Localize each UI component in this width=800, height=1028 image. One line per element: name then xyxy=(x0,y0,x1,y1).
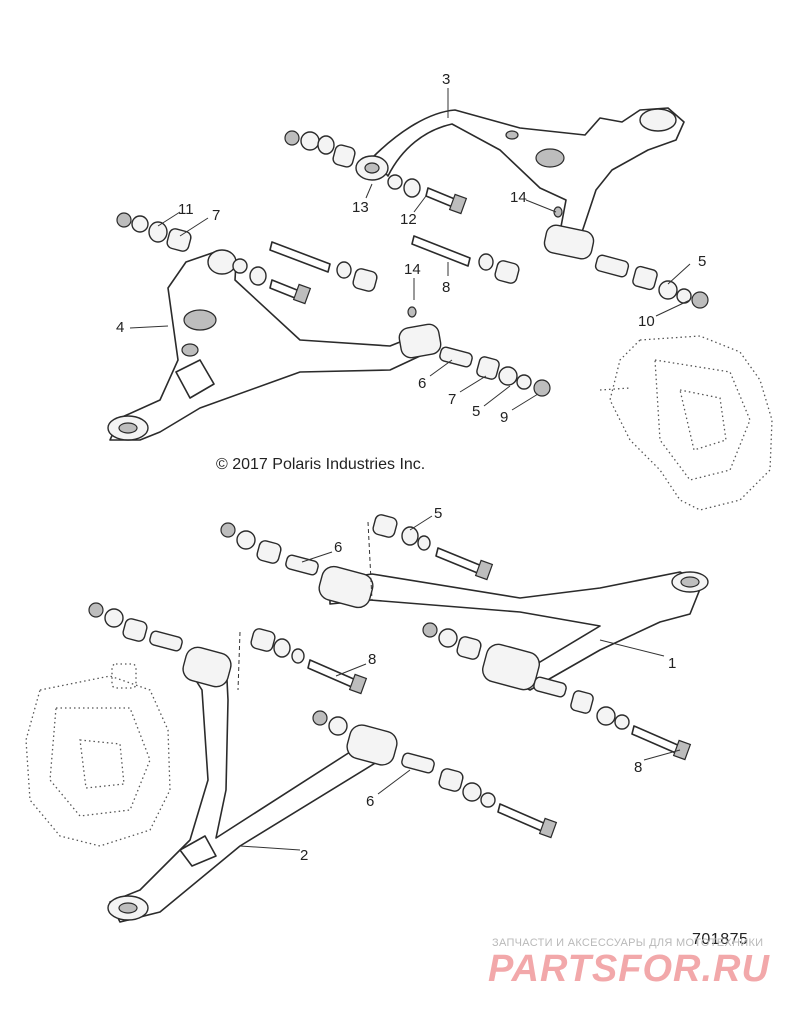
callout-2: 2 xyxy=(300,847,308,864)
a-arm-upper-right xyxy=(355,107,685,260)
watermark-tagline: ЗАПЧАСТИ И АКСЕССУАРЫ ДЛЯ МОТОТЕХНИКИ xyxy=(492,937,764,949)
a-arm-lower-right xyxy=(318,565,709,691)
hardware-lower-right xyxy=(220,514,692,761)
hardware-lower-left xyxy=(88,602,558,839)
callout-5-mid: 5 xyxy=(472,403,480,420)
callout-12: 12 xyxy=(400,211,417,228)
callout-4: 4 xyxy=(116,319,124,336)
copyright-notice: © 2017 Polaris Industries Inc. xyxy=(216,456,426,473)
reference-housing-left xyxy=(25,663,171,847)
hardware-upper-left xyxy=(116,212,551,397)
diagram-number: 701875 xyxy=(692,931,749,948)
callout-6-bottom: 6 xyxy=(366,793,374,810)
callout-9: 9 xyxy=(500,409,508,426)
leader-lines xyxy=(129,88,691,851)
reference-housing-right xyxy=(599,335,773,511)
callout-10: 10 xyxy=(638,313,655,330)
callout-11: 11 xyxy=(178,201,194,218)
callout-14-right: 14 xyxy=(510,189,527,206)
callout-6-top: 6 xyxy=(418,375,426,392)
callout-8-top: 8 xyxy=(442,279,450,296)
callout-6-mid: 6 xyxy=(334,539,342,556)
callout-3: 3 xyxy=(442,71,450,88)
callout-labels: 3 13 12 14 5 10 11 7 4 14 8 6 7 5 9 5 6 … xyxy=(116,71,706,864)
callout-1: 1 xyxy=(668,655,676,672)
callout-14-left: 14 xyxy=(404,261,421,278)
a-arm-lower-left xyxy=(107,646,398,923)
watermark-logo: PARTSFOR.RU xyxy=(488,948,770,990)
hardware-upper-right xyxy=(284,130,709,309)
callout-8-bottom: 8 xyxy=(634,759,642,776)
a-arm-upper-left xyxy=(107,249,442,441)
callout-5-top: 5 xyxy=(698,253,706,270)
callout-5-bottom: 5 xyxy=(434,505,442,522)
callout-8-mid: 8 xyxy=(368,651,376,668)
callout-13: 13 xyxy=(352,199,369,216)
callout-7-top: 7 xyxy=(212,207,220,224)
callout-7-mid: 7 xyxy=(448,391,456,408)
